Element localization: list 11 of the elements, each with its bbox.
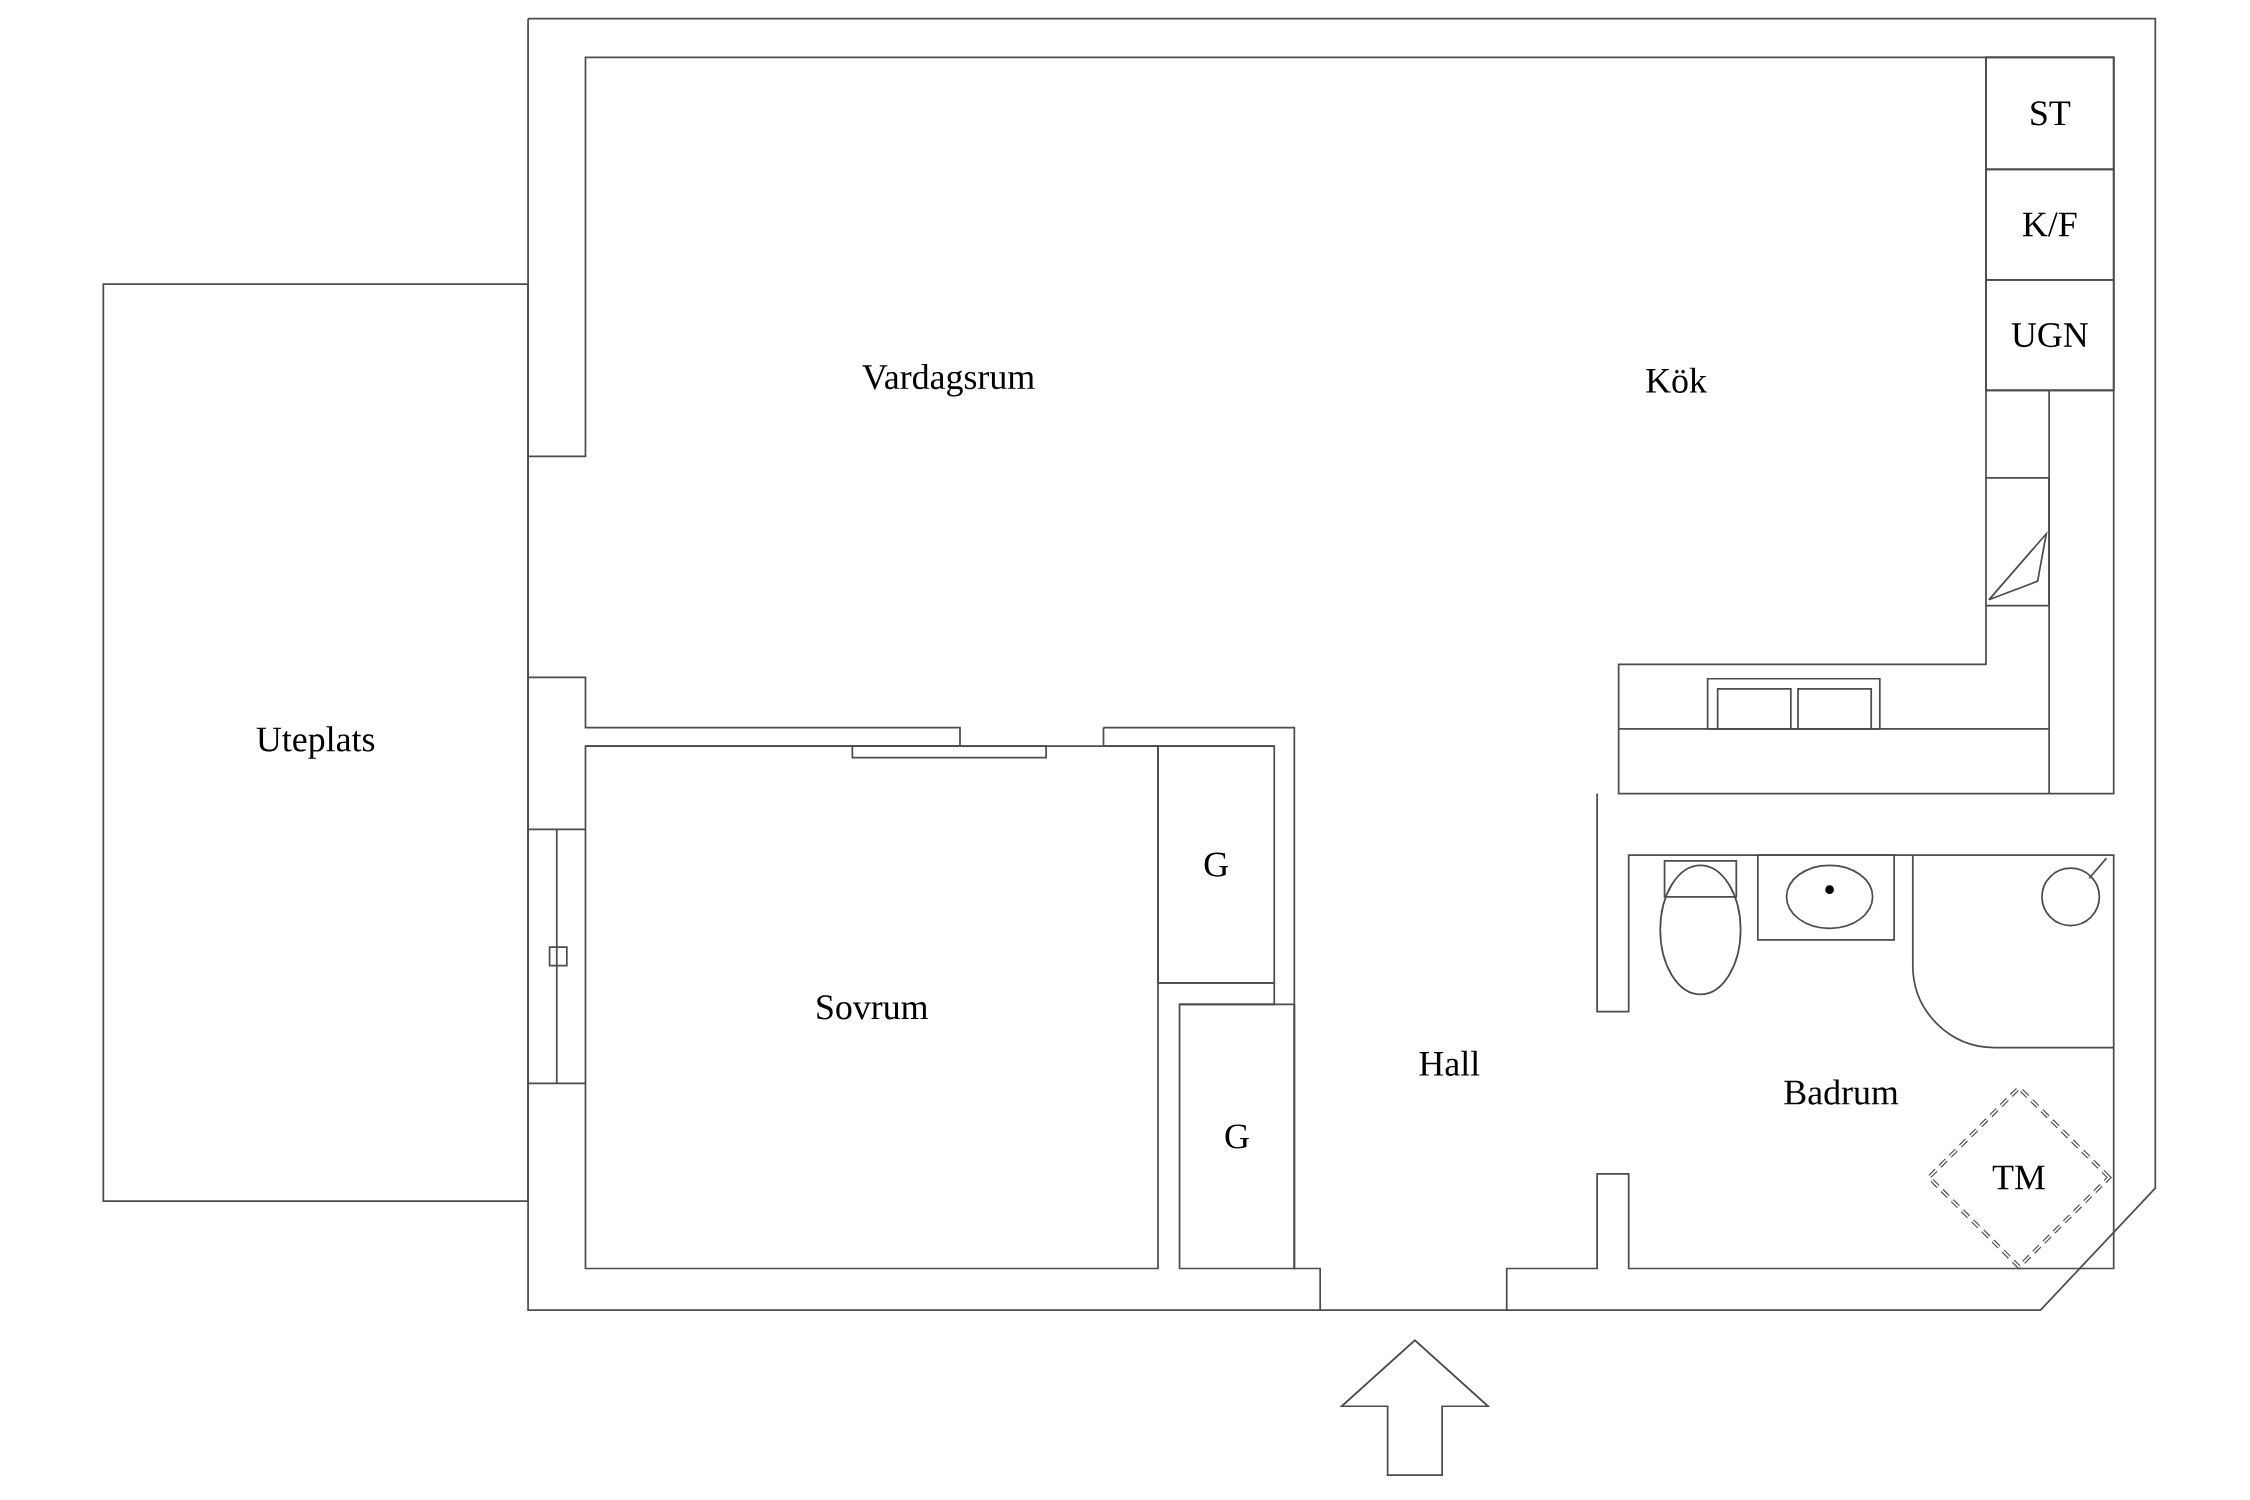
appliance-box: UGN: [1985, 279, 2115, 392]
room-label: Vardagsrum: [862, 364, 1035, 397]
closet-box: G: [1178, 1003, 1296, 1270]
terrace-area: Uteplats: [102, 283, 529, 1203]
appliance-box: ST: [1985, 56, 2115, 171]
room-label: Kök: [1646, 367, 1707, 394]
room-label: Hall: [1419, 1050, 1480, 1077]
closet-box: G: [1157, 745, 1276, 985]
room-label: Badrum: [1784, 1079, 1899, 1105]
appliance-box: K/F: [1985, 168, 2115, 281]
room-outline: Sovrum: [584, 745, 1159, 1270]
